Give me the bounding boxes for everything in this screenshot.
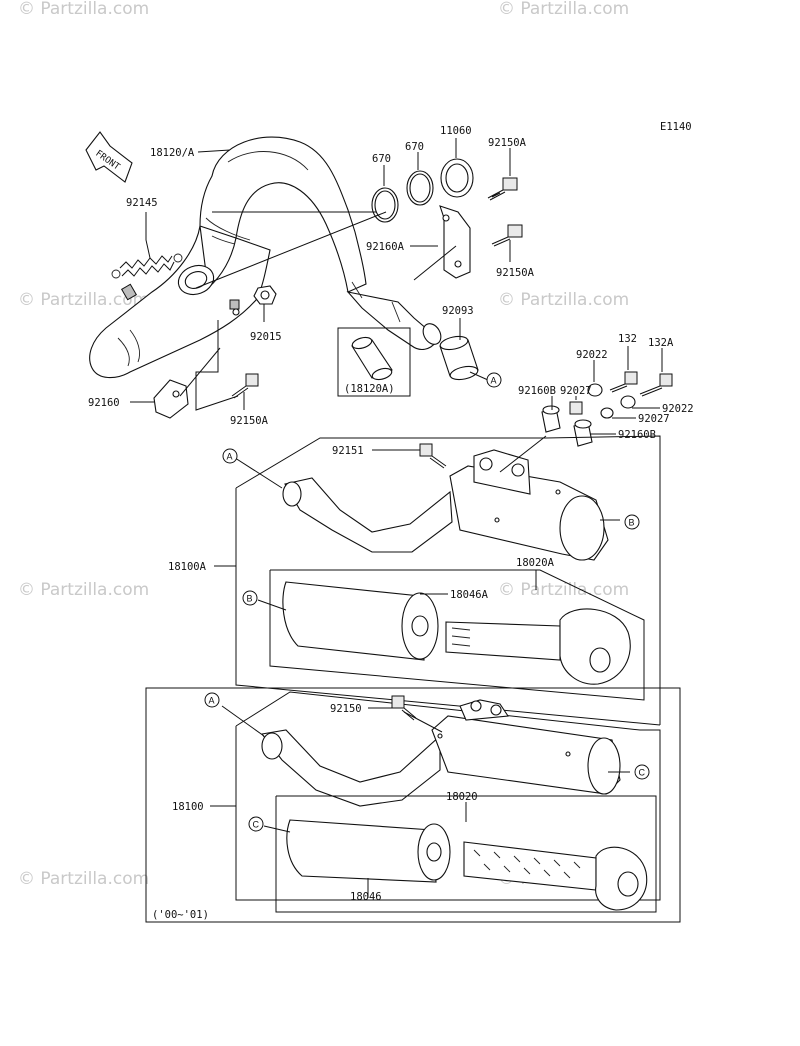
- part-label: 132A: [648, 337, 674, 349]
- ref-circle: [486, 372, 502, 388]
- watermark: © Partzilla.com: [498, 290, 629, 310]
- diagram-code: E1140: [660, 121, 692, 133]
- bolt-part: [487, 177, 518, 201]
- ref-circle: [222, 448, 238, 464]
- muffler-assembly: [145, 687, 681, 923]
- years-label: ('00~'01): [152, 909, 209, 921]
- washer-part: [253, 285, 277, 305]
- part-label: 18100A: [168, 561, 207, 573]
- ref-letter: C: [639, 768, 646, 778]
- watermark: © Partzilla.com: [18, 580, 149, 600]
- ref-circle: [204, 692, 220, 708]
- ref-letter: B: [247, 594, 253, 604]
- spring-part: [111, 253, 183, 279]
- part-label: 92015: [250, 331, 282, 343]
- part-label: 11060: [440, 125, 472, 137]
- leader-lines: [130, 138, 663, 898]
- part-label: 670: [372, 153, 391, 165]
- part-label: 92150A: [496, 267, 535, 279]
- watermark: © Partzilla.com: [498, 580, 629, 600]
- part-label: 92022: [662, 403, 694, 415]
- part-label: 92151: [332, 445, 364, 457]
- header-pipe: [89, 136, 442, 379]
- bracket-part: [153, 379, 189, 419]
- ref-letter: A: [491, 376, 497, 386]
- hardware-group: [541, 371, 673, 447]
- part-label: 670: [405, 141, 424, 153]
- part-label: 92027: [560, 385, 592, 397]
- part-label: 92160B: [618, 429, 656, 441]
- ref-letter: C: [253, 820, 260, 830]
- part-label: 18046A: [450, 589, 489, 601]
- reference-markers: A A A B B C C: [204, 372, 650, 832]
- part-label: 92022: [576, 349, 608, 361]
- muffler-assembly-a: [235, 435, 661, 726]
- watermark: © Partzilla.com: [498, 0, 629, 19]
- part-labels: 18120/A 92145 670 670 11060 92150A 92160…: [88, 125, 694, 921]
- gasket-part: [445, 163, 469, 193]
- part-label: 92145: [126, 197, 158, 209]
- part-label: 92150: [330, 703, 362, 715]
- part-label: 92160: [88, 397, 120, 409]
- front-arrow-icon: FRONT: [85, 131, 133, 183]
- watermark: © Partzilla.com: [18, 0, 149, 19]
- part-label: 18046: [350, 891, 382, 903]
- part-label: 18100: [172, 801, 204, 813]
- watermark: © Partzilla.com: [18, 869, 149, 889]
- ref-circle: [634, 764, 650, 780]
- part-label: 18020: [446, 791, 478, 803]
- part-label: (18120A): [344, 383, 395, 395]
- ref-circle: [242, 590, 258, 606]
- part-label: 18020A: [516, 557, 555, 569]
- o-ring-part: [409, 173, 431, 203]
- ref-letter: B: [629, 518, 635, 528]
- ref-circle: [248, 816, 264, 832]
- exhaust-joint-part: [439, 335, 479, 381]
- part-label: 132: [618, 333, 637, 345]
- packing-box-c: [275, 795, 657, 913]
- part-label: 92027: [638, 413, 670, 425]
- ref-letter: A: [209, 696, 215, 706]
- part-label: 92093: [442, 305, 474, 317]
- ref-circle: [624, 514, 640, 530]
- bolt-part: [231, 373, 259, 399]
- part-label: 92150A: [230, 415, 269, 427]
- packing-box-b: [269, 569, 645, 701]
- inset-box: [337, 327, 411, 397]
- ref-letter: A: [227, 452, 233, 462]
- o-ring-part: [374, 190, 396, 220]
- part-label: 18120/A: [150, 147, 195, 159]
- part-label: 92160B: [518, 385, 556, 397]
- watermark: © Partzilla.com: [18, 290, 149, 310]
- part-label: 92150A: [488, 137, 527, 149]
- bolt-part: [491, 224, 523, 247]
- part-label: 92160A: [366, 241, 405, 253]
- bracket-part: [439, 205, 471, 279]
